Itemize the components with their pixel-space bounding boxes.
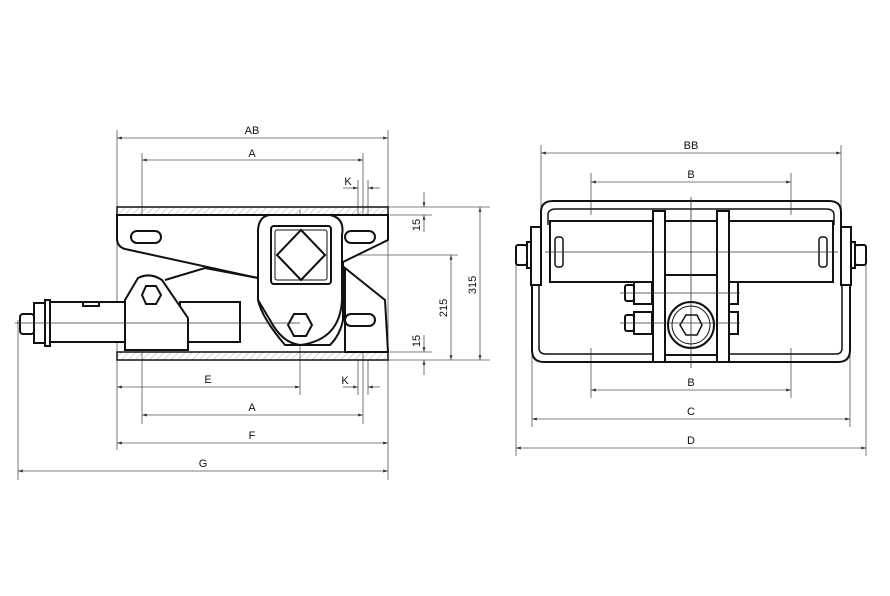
dim-label-15-top: 15 — [411, 219, 423, 231]
dim-label-c: C — [687, 406, 695, 418]
dim-label-15-bottom: 15 — [411, 335, 423, 347]
slot-bottom-right — [344, 313, 376, 327]
spindle-tube — [49, 301, 126, 343]
side-view-labels: AB A K 15 215 315 15 E K A F G — [199, 125, 479, 470]
vertical-bar-right — [716, 210, 730, 363]
slot-top-right — [344, 230, 376, 244]
dim-label-f: F — [249, 430, 256, 442]
scissor-link — [164, 266, 259, 281]
hex-socket-icon — [679, 314, 703, 336]
dim-label-b-bottom: B — [687, 377, 694, 389]
hex-bolt-lug — [140, 285, 163, 305]
top-plate — [116, 206, 389, 216]
side-view: AB A K 15 215 315 15 E K A F G — [15, 125, 490, 480]
dim-label-bb: BB — [684, 140, 699, 152]
dim-label-e: E — [204, 374, 211, 386]
dim-label-315: 315 — [467, 276, 479, 294]
dimension-lines — [18, 136, 482, 473]
front-extension-lines — [515, 145, 867, 456]
bolts-left — [624, 281, 653, 335]
dim-label-k-top: K — [344, 176, 352, 188]
dim-label-k-bottom: K — [341, 375, 349, 387]
dim-label-b-top: B — [687, 169, 694, 181]
side-plate-right — [840, 226, 852, 286]
end-nut-left — [515, 244, 528, 266]
spindle-nut — [19, 313, 35, 335]
hex-bolt-pad — [286, 313, 314, 337]
center-lines — [545, 197, 838, 368]
side-plate-left — [530, 226, 542, 286]
vertical-bar-left — [652, 210, 666, 363]
front-view-labels: BB B B C D — [684, 140, 699, 447]
dim-label-g: G — [199, 458, 208, 470]
front-dimension-lines — [516, 151, 866, 450]
bottom-plate — [116, 351, 389, 361]
slot-top-left — [130, 230, 162, 244]
dim-label-d: D — [687, 435, 695, 447]
pivot-lug — [124, 274, 189, 351]
bolts-right — [728, 281, 739, 335]
dim-label-a-bottom: A — [248, 402, 256, 414]
front-view: BB B B C D — [515, 140, 867, 456]
pad-diamond — [275, 228, 327, 282]
elastomer-pad — [270, 225, 332, 285]
dim-label-215: 215 — [438, 299, 450, 317]
dim-label-ab: AB — [245, 125, 260, 137]
roller — [549, 220, 834, 283]
end-nut-right — [854, 244, 867, 266]
lower-bracket — [344, 265, 390, 353]
dim-label-a-top: A — [248, 148, 256, 160]
